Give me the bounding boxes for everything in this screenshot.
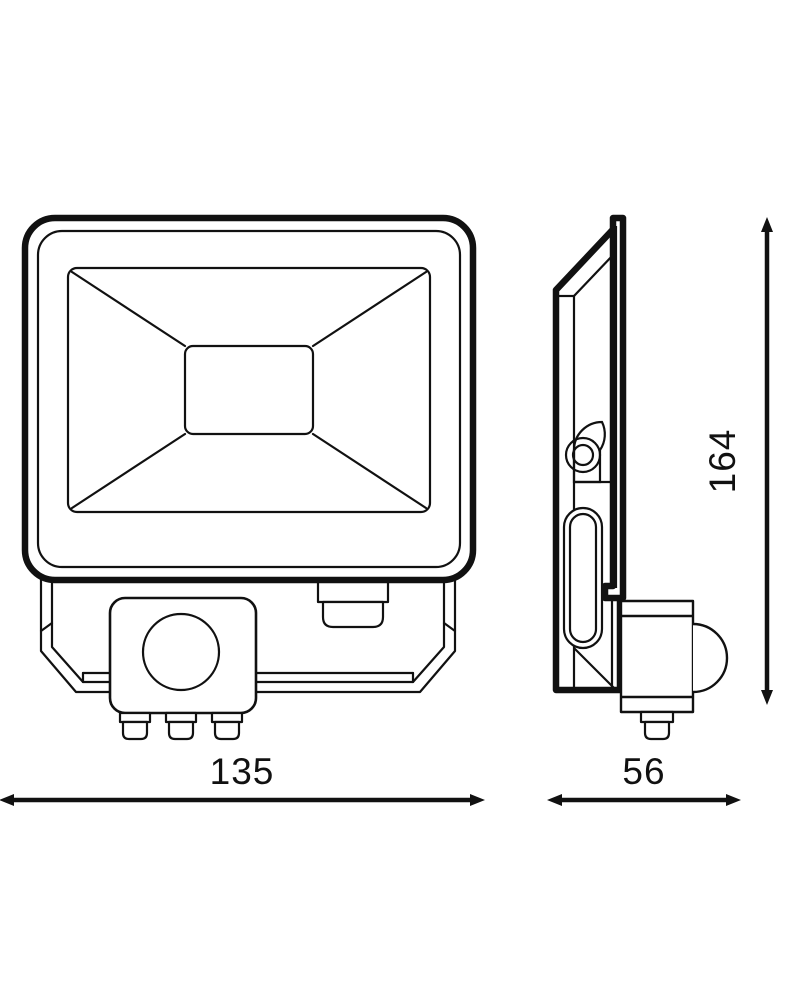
pir-sensor-box — [108, 596, 258, 715]
side-view — [552, 214, 729, 741]
cable-gland-rear — [316, 576, 390, 629]
lens-center-panel — [183, 344, 315, 436]
front-glass-plate — [601, 214, 627, 602]
pir-sensor-lens — [141, 612, 221, 692]
slot-oval — [562, 506, 604, 650]
cable-gland-left — [118, 711, 152, 741]
lens-reflector-beams — [70, 270, 428, 510]
dimension-depth-label: 56 — [622, 751, 665, 792]
dimension-width-label: 135 — [210, 751, 275, 792]
housing-inner-bezel — [36, 229, 462, 569]
front-view — [21, 214, 477, 741]
dimension-annotations: 135 56 164 — [0, 217, 773, 806]
pir-sensor-body — [619, 599, 695, 714]
cable-gland-middle — [164, 711, 198, 741]
pir-sensor-dome — [692, 622, 729, 694]
dimension-width-135: 135 — [0, 751, 485, 806]
pir-cable-gland — [639, 710, 675, 741]
dimension-height-label: 164 — [702, 429, 743, 494]
dimension-height-164: 164 — [702, 217, 773, 705]
mount-boss-circle — [564, 420, 606, 484]
dimension-depth-56: 56 — [547, 751, 741, 806]
cable-gland-right — [210, 711, 244, 741]
